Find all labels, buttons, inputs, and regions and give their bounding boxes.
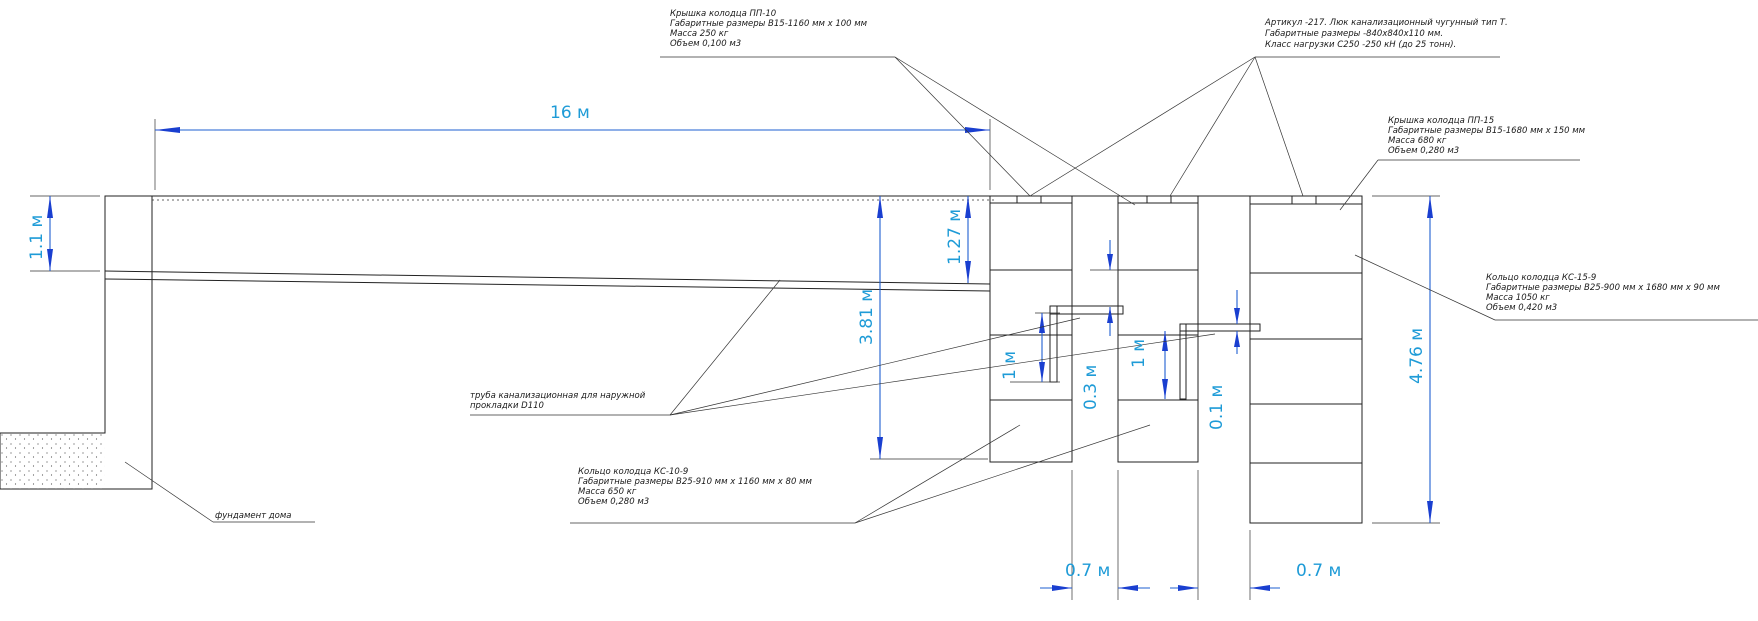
house-foundation bbox=[0, 195, 153, 490]
dim-3-81m: 3.81 м bbox=[857, 289, 877, 345]
ring-ks15-line-1: Кольцо колодца КС-15-9 bbox=[1486, 273, 1596, 283]
cover-pp10-line-4: Объем 0,100 м3 bbox=[670, 39, 741, 49]
pipe-line-2: прокладки D110 bbox=[470, 401, 544, 411]
dim-0-7m-a: 0.7 м bbox=[1065, 561, 1110, 581]
cover-pp10-line-2: Габаритные размеры В15-1160 мм х 100 мм bbox=[670, 19, 868, 29]
dim-1-27m: 1.27 м bbox=[945, 209, 965, 265]
dim-0-7m-b: 0.7 м bbox=[1296, 561, 1341, 581]
ring-ks10-line-4: Объем 0,280 м3 bbox=[578, 497, 649, 507]
cover-pp10-line-3: Масса 250 кг bbox=[670, 29, 729, 39]
hatch-cover-1 bbox=[1016, 195, 1042, 204]
ring-ks10-line-3: Масса 650 кг bbox=[578, 487, 637, 497]
cover-pp15-line-1: Крышка колодца ПП-15 bbox=[1388, 116, 1494, 126]
well-3 bbox=[1249, 195, 1363, 524]
dim-0-1m: 0.1 м bbox=[1207, 385, 1227, 430]
leader-lines bbox=[124, 56, 1758, 524]
well-1 bbox=[989, 195, 1073, 463]
dim-1-1m: 1.1 м bbox=[27, 215, 47, 260]
ring-ks15-line-3: Масса 1050 кг bbox=[1486, 293, 1550, 303]
dim-4-76m: 4.76 м bbox=[1407, 328, 1427, 384]
ring-ks15-line-4: Объем 0,420 м3 bbox=[1486, 303, 1557, 313]
cover-pp15-line-2: Габаритные размеры В15-1680 мм х 150 мм bbox=[1388, 126, 1586, 136]
foundation-label: фундамент дома bbox=[215, 511, 292, 521]
dimension-lines bbox=[30, 119, 1440, 600]
cover-pp15-line-3: Масса 680 кг bbox=[1388, 136, 1447, 146]
dim-16m: 16 м bbox=[550, 103, 590, 123]
hatch-line-2: Габаритные размеры -840х840х110 мм. bbox=[1265, 29, 1443, 39]
ring-ks15-line-2: Габаритные размеры В25-900 мм х 1680 мм … bbox=[1486, 283, 1720, 293]
dim-0-3m: 0.3 м bbox=[1081, 365, 1101, 410]
dim-1m-b: 1 м bbox=[1129, 339, 1149, 368]
ring-ks10-line-1: Кольцо колодца КС-10-9 bbox=[578, 467, 688, 477]
cover-pp15-line-4: Объем 0,280 м3 bbox=[1388, 146, 1459, 156]
hatch-line-1: Артикул -217. Люк канализационный чугунн… bbox=[1264, 18, 1508, 28]
well-2 bbox=[1117, 195, 1199, 463]
hatch-cover-3 bbox=[1291, 195, 1317, 205]
hatch-cover-2 bbox=[1146, 195, 1172, 204]
ring-ks10-line-2: Габаритные размеры В25-910 мм х 1160 мм … bbox=[578, 477, 812, 487]
overflow-pipe-2 bbox=[1179, 323, 1261, 400]
inlet-pipe bbox=[104, 270, 991, 292]
hatch-line-3: Класс нагрузки С250 -250 кН (до 25 тонн)… bbox=[1265, 40, 1456, 50]
cover-pp10-line-1: Крышка колодца ПП-10 bbox=[670, 9, 776, 19]
pipe-line-1: труба канализационная для наружной bbox=[470, 391, 646, 401]
dim-1m-a: 1 м bbox=[1000, 351, 1020, 380]
